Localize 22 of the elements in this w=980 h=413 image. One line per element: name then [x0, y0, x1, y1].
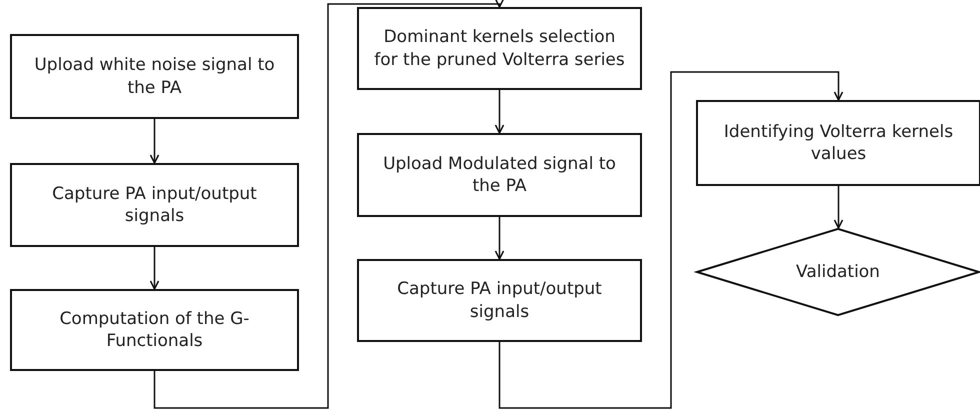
step-label: Identifying Volterra kernels values	[722, 120, 954, 166]
process-box	[10, 34, 299, 119]
process-box	[357, 7, 642, 90]
step-label: Capture PA input/output signals	[51, 182, 258, 228]
arrow	[150, 247, 160, 290]
process-box	[357, 133, 642, 217]
arrow	[150, 119, 160, 164]
arrow	[494, 217, 504, 260]
process-box	[10, 163, 299, 247]
step-label: Upload white noise signal to the PA	[33, 54, 276, 99]
arrow	[834, 186, 844, 229]
arrow	[498, 71, 844, 409]
step-label: Upload Modulated signal to the PA	[382, 152, 617, 198]
process-box	[357, 259, 642, 342]
step-label: Capture PA input/output signals	[396, 278, 603, 323]
process-box	[10, 289, 299, 371]
step-label: Dominant kernels selection for the pruned Volterra series	[373, 26, 626, 71]
arrow	[494, 90, 504, 134]
process-box	[696, 100, 980, 186]
step-label: Computation of the G-Functionals	[58, 308, 250, 352]
step-label: Validation	[796, 260, 880, 284]
arrow	[154, 0, 504, 409]
